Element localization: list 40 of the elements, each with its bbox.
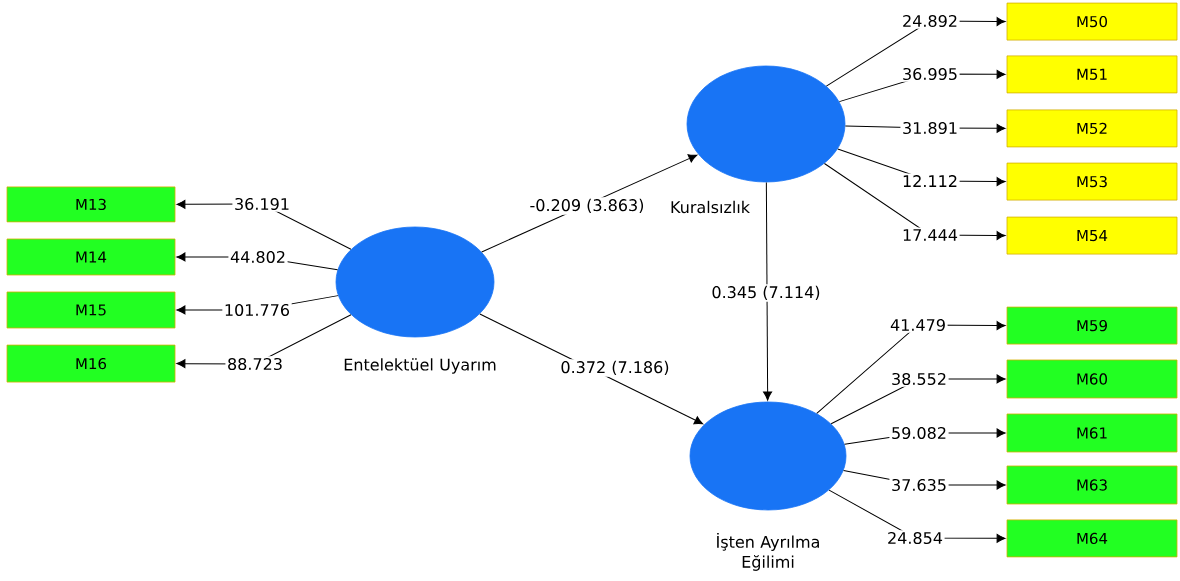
edge-label: 41.479 [888,317,948,333]
construct-circle [686,65,846,183]
construct-label: Entelektüel Uyarım [344,358,496,374]
edge-label: 36.191 [232,196,292,212]
indicator-box: M52 [1006,109,1178,148]
construct-circle [689,401,847,511]
edge-label: 17.444 [900,227,960,243]
indicator-box: M50 [1006,2,1178,41]
indicator-box: M53 [1006,162,1178,201]
edge-label: 37.635 [889,477,949,493]
edge-label: 0.372 (7.186) [558,359,672,377]
construct-circle [335,226,495,338]
edge-label: 59.082 [889,425,949,441]
indicator-box: M64 [1006,519,1178,558]
edge-label: 44.802 [228,249,288,265]
edge-label: -0.209 (3.863) [527,197,647,215]
arrow [479,313,704,425]
edge-label: 31.891 [900,120,960,136]
edge-label: 38.552 [889,371,949,387]
indicator-box: M61 [1006,413,1178,453]
edge-label: 12.112 [900,173,960,189]
construct-label: Kuralsızlık [671,200,750,214]
indicator-box: M16 [6,344,176,383]
edge-label: 36.995 [900,66,960,82]
indicator-box: M13 [6,186,176,223]
edge-label: 101.776 [222,302,292,318]
edge-label: 88.723 [225,356,285,372]
edge-label: 24.892 [900,13,960,29]
arrow [763,181,773,401]
edge-label: 24.854 [885,530,945,546]
indicator-box: M14 [6,238,176,276]
indicator-box: M59 [1006,306,1178,345]
indicator-box: M15 [6,291,176,329]
edge-label: 0.345 (7.114) [709,284,823,302]
arrow [816,321,1006,414]
indicator-box: M60 [1006,359,1178,399]
indicator-box: M51 [1006,55,1178,94]
indicator-box: M63 [1006,465,1178,505]
construct-label: İşten Ayrılma Eğilimi [717,533,819,571]
indicator-box: M54 [1006,216,1178,255]
